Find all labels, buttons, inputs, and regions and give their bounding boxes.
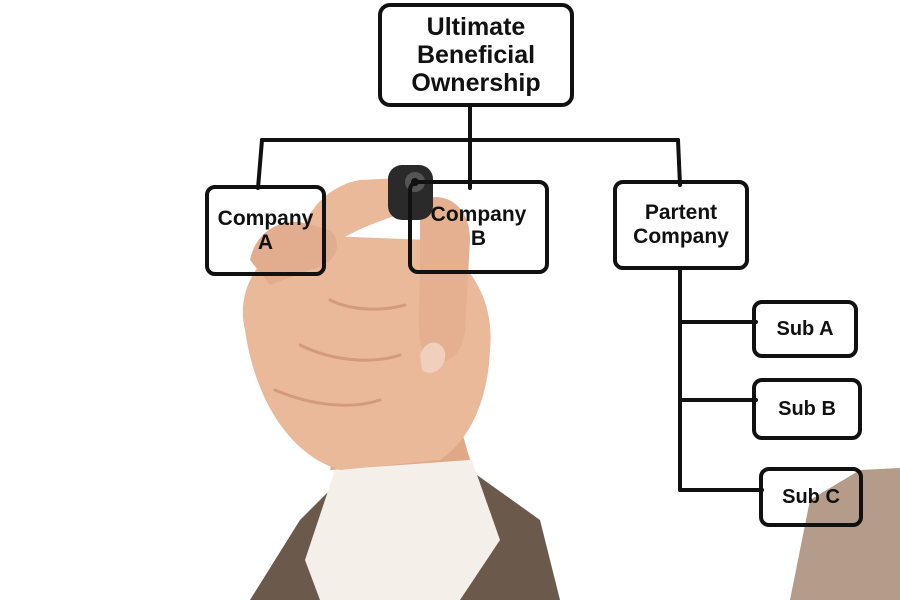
drop-line-company-a bbox=[256, 138, 264, 190]
node-boxes bbox=[205, 3, 863, 527]
box-company-a bbox=[205, 185, 326, 276]
box-parent-company bbox=[613, 180, 749, 270]
suit-right-edge bbox=[790, 468, 900, 600]
box-sub-a bbox=[752, 300, 858, 358]
box-company-b bbox=[408, 180, 549, 274]
thumb bbox=[418, 196, 470, 362]
connector-lines bbox=[256, 104, 764, 492]
box-sub-c bbox=[759, 467, 863, 527]
box-sub-b bbox=[752, 378, 862, 440]
middle-finger bbox=[250, 221, 338, 285]
box-ultimate-beneficial-ownership bbox=[378, 3, 574, 107]
shirt-cuff bbox=[305, 455, 500, 600]
knuckle-creases bbox=[273, 298, 407, 407]
drop-line-parent-company bbox=[676, 138, 682, 187]
thumbnail bbox=[420, 342, 446, 373]
